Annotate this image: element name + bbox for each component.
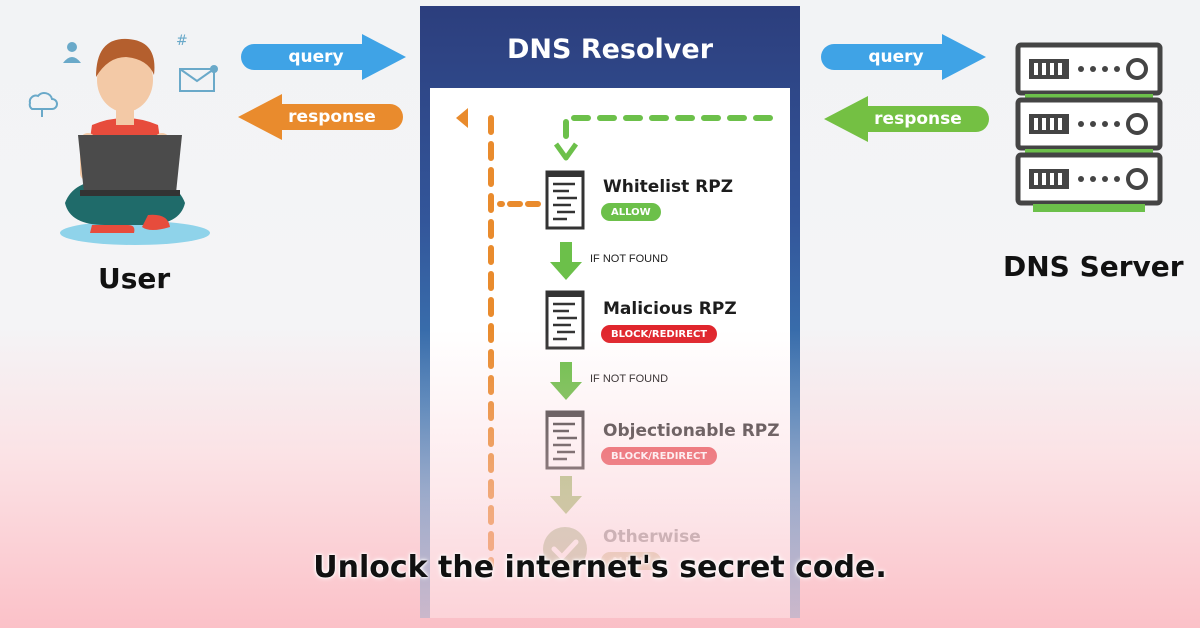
malicious-document-icon — [545, 290, 585, 350]
objectionable-rpz-title: Objectionable RPZ — [603, 421, 780, 441]
left-arrow-icon — [456, 108, 468, 128]
user-response-label: response — [288, 107, 376, 127]
step-arrow-icon — [550, 476, 582, 514]
block-redirect-badge: BLOCK/REDIRECT — [601, 325, 718, 343]
server-rack-unit — [1015, 42, 1163, 96]
user-response-arrow: response — [236, 92, 406, 142]
dns-server-label: DNS Server — [1003, 250, 1184, 283]
user-query-label: query — [288, 47, 344, 67]
if-not-found-label: IF NOT FOUND — [590, 373, 669, 385]
server-response-arrow: response — [822, 94, 992, 144]
malicious-rpz-title: Malicious RPZ — [603, 299, 737, 319]
server-rack-unit — [1015, 97, 1163, 151]
step-arrow-icon — [550, 242, 582, 280]
if-not-found-label: IF NOT FOUND — [590, 253, 669, 265]
server-query-arrow: query — [818, 32, 988, 82]
user-label: User — [98, 262, 171, 295]
block-redirect-badge: BLOCK/REDIRECT — [601, 447, 718, 465]
otherwise-title: Otherwise — [603, 527, 701, 547]
allow-badge: ALLOW — [601, 203, 661, 221]
person-icon — [63, 42, 81, 63]
objectionable-document-icon — [545, 410, 585, 470]
user-illustration: # — [28, 33, 218, 245]
hash-icon: # — [176, 33, 188, 49]
step-arrow-icon — [550, 362, 582, 400]
caption-text: Unlock the internet's secret code. — [313, 550, 887, 585]
whitelist-rpz-title: Whitelist RPZ — [603, 177, 734, 197]
user-query-arrow: query — [238, 32, 408, 82]
cloud-icon — [28, 92, 58, 117]
resolver-title: DNS Resolver — [506, 34, 714, 65]
server-response-label: response — [874, 109, 962, 129]
dns-server-icon — [1015, 42, 1163, 212]
server-query-label: query — [868, 47, 924, 67]
server-rack-unit — [1015, 152, 1163, 206]
whitelist-document-icon — [545, 170, 585, 230]
incoming-query-dashed-line — [563, 115, 773, 149]
down-arrow-icon — [553, 142, 579, 161]
mail-icon — [179, 65, 218, 92]
